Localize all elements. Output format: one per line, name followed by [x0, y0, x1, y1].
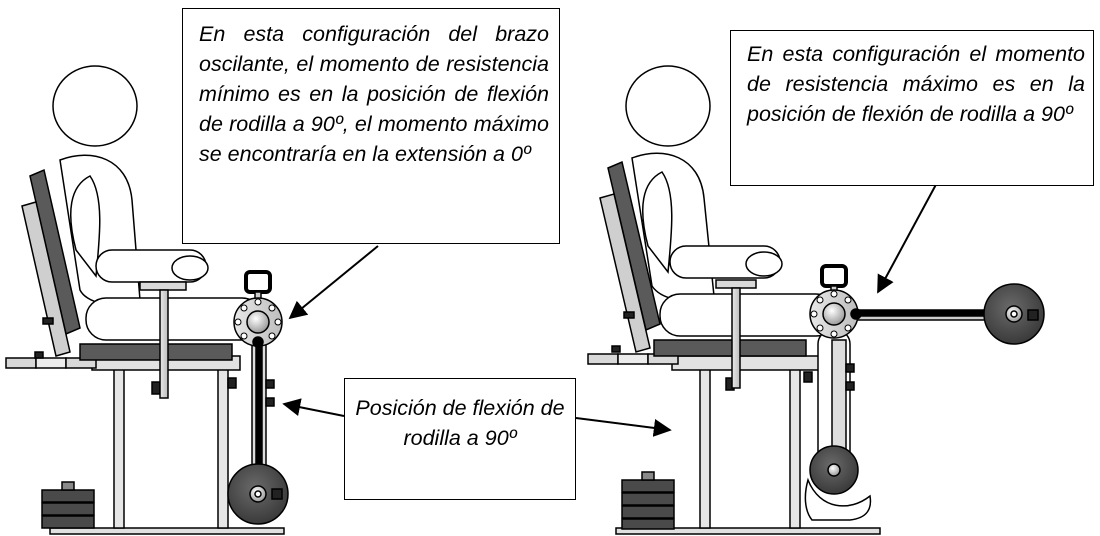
right-top-handle — [820, 264, 848, 288]
left-seat-cushion — [79, 343, 233, 361]
left-leg-front — [113, 367, 125, 529]
right-seat-cushion — [653, 339, 807, 357]
right-person-foot — [804, 477, 872, 521]
right-leg-front — [699, 367, 711, 529]
right-machine — [587, 65, 1045, 535]
left-cam-hub — [246, 310, 270, 334]
left-backrest-frame — [21, 201, 71, 357]
right-foot-segment — [617, 353, 649, 365]
left-handle-post — [159, 289, 169, 399]
left-person-arm — [70, 175, 101, 278]
annotation-text-right: En esta configuración el momento de resi… — [747, 42, 1085, 126]
left-weight-stack — [41, 481, 95, 529]
right-handle-post — [731, 287, 741, 389]
left-foot-segment — [5, 357, 37, 369]
annotation-box-left: En esta configuración del brazo oscilant… — [182, 8, 560, 244]
arrow-to-right-cam — [877, 165, 947, 294]
left-machine — [5, 65, 289, 535]
annotation-box-right: En esta configuración el momento de resi… — [730, 30, 1094, 186]
right-cam-hub — [822, 302, 846, 326]
right-handle-bar — [715, 279, 757, 289]
right-weight-stack — [621, 471, 675, 530]
right-foot-segment — [587, 353, 619, 365]
right-swing-bar — [855, 309, 987, 317]
right-frame-bar — [671, 355, 821, 371]
pointer-arrows — [282, 165, 947, 437]
left-handle-bar — [139, 281, 187, 291]
annotation-text-center: Posición de flexión de rodilla a 90º — [355, 396, 565, 450]
adjust-knob — [34, 317, 237, 395]
left-base-plate — [49, 527, 285, 535]
right-person-arm — [642, 171, 673, 274]
annotation-text-left: En esta configuración del brazo oscilant… — [199, 22, 549, 166]
right-backrest-frame — [599, 193, 651, 353]
left-top-handle — [244, 270, 272, 294]
arrow-to-right-leg — [575, 417, 672, 437]
right-leg-back — [789, 367, 801, 529]
right-person-hand — [745, 251, 783, 277]
annotation-box-center: Posición de flexión de rodilla a 90º — [344, 378, 576, 500]
left-person-hand — [171, 255, 209, 281]
right-person-head — [625, 65, 711, 147]
arrow-to-left-cam — [288, 245, 379, 320]
arrow-to-left-arm — [282, 398, 345, 417]
right-base-plate — [615, 527, 881, 535]
left-leg-back — [217, 367, 229, 529]
left-foot-segment — [35, 357, 67, 369]
left-person-head — [52, 65, 138, 147]
